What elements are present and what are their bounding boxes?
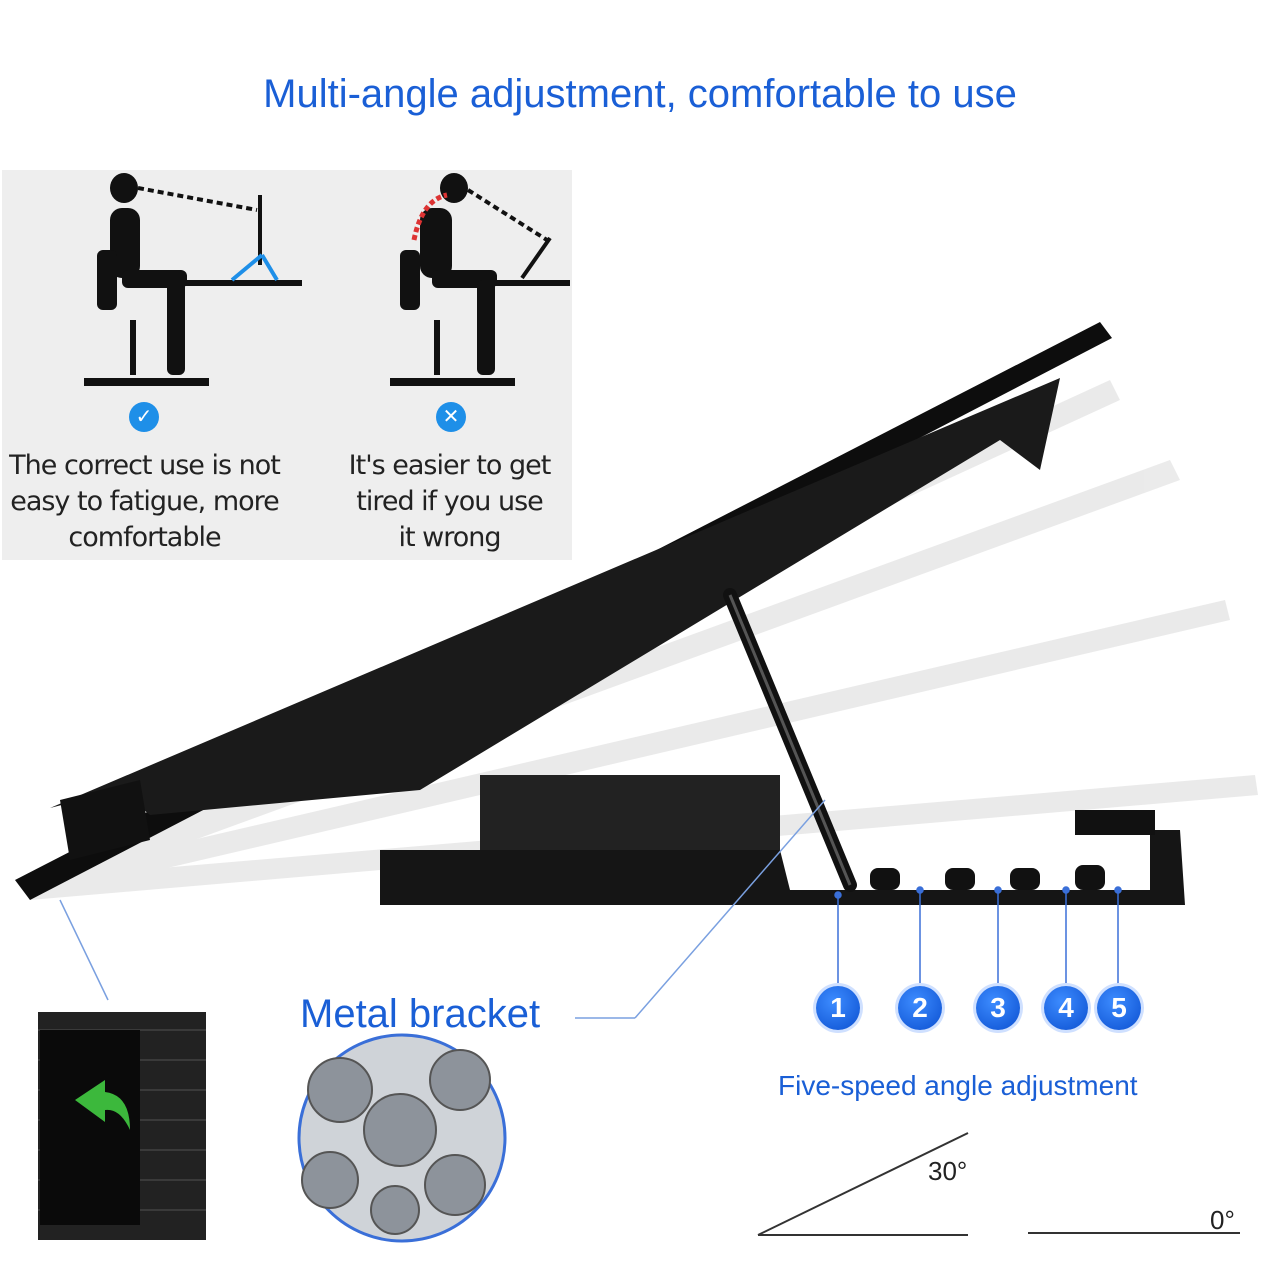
wrong-caption: It's easier to get tired if you use it w… <box>307 448 592 556</box>
posture-comparison-panel: ✓ ✕ The correct use is not easy to fatig… <box>2 170 572 560</box>
posture-illustration <box>84 173 570 386</box>
caption-line: it wrong <box>398 522 501 553</box>
caption-line: It's easier to get <box>348 450 552 481</box>
arrow-icon <box>75 1080 130 1130</box>
max-angle-label: 30° <box>928 1156 968 1186</box>
caption-line: tired if you use <box>356 486 544 517</box>
position-5-badge: 5 <box>1097 986 1141 1030</box>
position-3-badge: 3 <box>976 986 1020 1030</box>
caption-line: comfortable <box>68 522 221 553</box>
check-icon: ✓ <box>129 402 159 432</box>
min-angle-label: 0° <box>1210 1205 1235 1235</box>
angle-adjustment-label: Five-speed angle adjustment <box>778 1070 1138 1101</box>
position-2-badge: 2 <box>898 986 942 1030</box>
position-4-badge: 4 <box>1044 986 1088 1030</box>
caption-line: The correct use is not <box>9 450 281 481</box>
position-1-badge: 1 <box>816 986 860 1030</box>
metal-bracket-label: Metal bracket <box>300 992 541 1036</box>
page-title: Multi-angle adjustment, comfortable to u… <box>263 72 1017 116</box>
caption-line: easy to fatigue, more <box>10 486 280 517</box>
cross-icon: ✕ <box>436 402 466 432</box>
correct-caption: The correct use is not easy to fatigue, … <box>2 448 287 556</box>
